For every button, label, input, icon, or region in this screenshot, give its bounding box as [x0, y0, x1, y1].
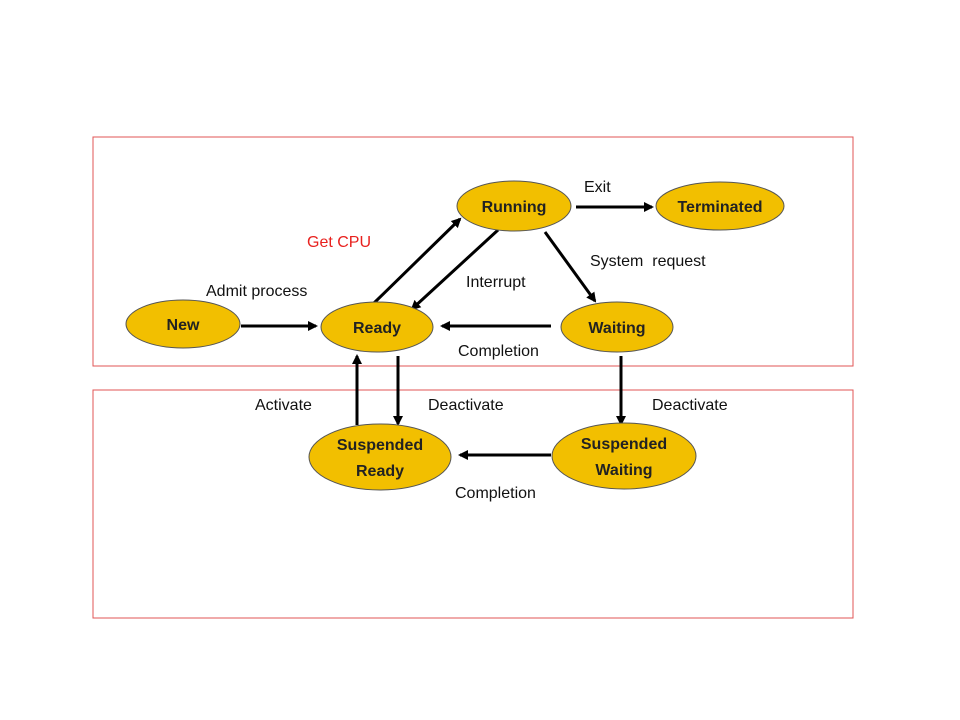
state-suspended-ready-label-line1: Suspended — [337, 437, 423, 454]
label-exit: Exit — [584, 179, 611, 196]
state-suspended-waiting-label-line2: Waiting — [595, 462, 652, 479]
state-terminated: Terminated — [655, 181, 785, 231]
label-completion-suspended: Completion — [455, 485, 536, 502]
state-ready-label: Ready — [353, 320, 401, 337]
state-suspended-ready-label-line2: Ready — [356, 463, 404, 480]
state-suspended-ready: Suspended Ready — [308, 423, 452, 491]
state-suspended-waiting: Suspended Waiting — [551, 422, 697, 490]
label-admit-process: Admit process — [206, 283, 307, 300]
state-ready: Ready — [320, 301, 434, 353]
label-deactivate-waiting: Deactivate — [652, 397, 728, 414]
arrow-running-to-ready — [410, 228, 500, 311]
label-interrupt: Interrupt — [466, 274, 526, 291]
memory-region-box — [92, 136, 854, 367]
state-terminated-label: Terminated — [677, 199, 762, 216]
arrow-running-to-waiting — [543, 231, 597, 303]
state-waiting: Waiting — [560, 301, 674, 353]
state-new-label: New — [167, 317, 200, 334]
label-system-request: System request — [590, 253, 706, 270]
label-activate: Activate — [255, 397, 312, 414]
label-get-cpu: Get CPU — [307, 234, 371, 251]
suspended-region-box — [92, 389, 854, 619]
label-deactivate-ready: Deactivate — [428, 397, 504, 414]
state-running: Running — [456, 180, 572, 232]
state-waiting-label: Waiting — [588, 320, 645, 337]
state-running-label: Running — [482, 199, 547, 216]
arrow-ready-to-running — [372, 217, 462, 305]
state-new: New — [125, 299, 241, 349]
state-suspended-waiting-label-line1: Suspended — [581, 436, 667, 453]
label-completion-waiting-ready: Completion — [458, 343, 539, 360]
